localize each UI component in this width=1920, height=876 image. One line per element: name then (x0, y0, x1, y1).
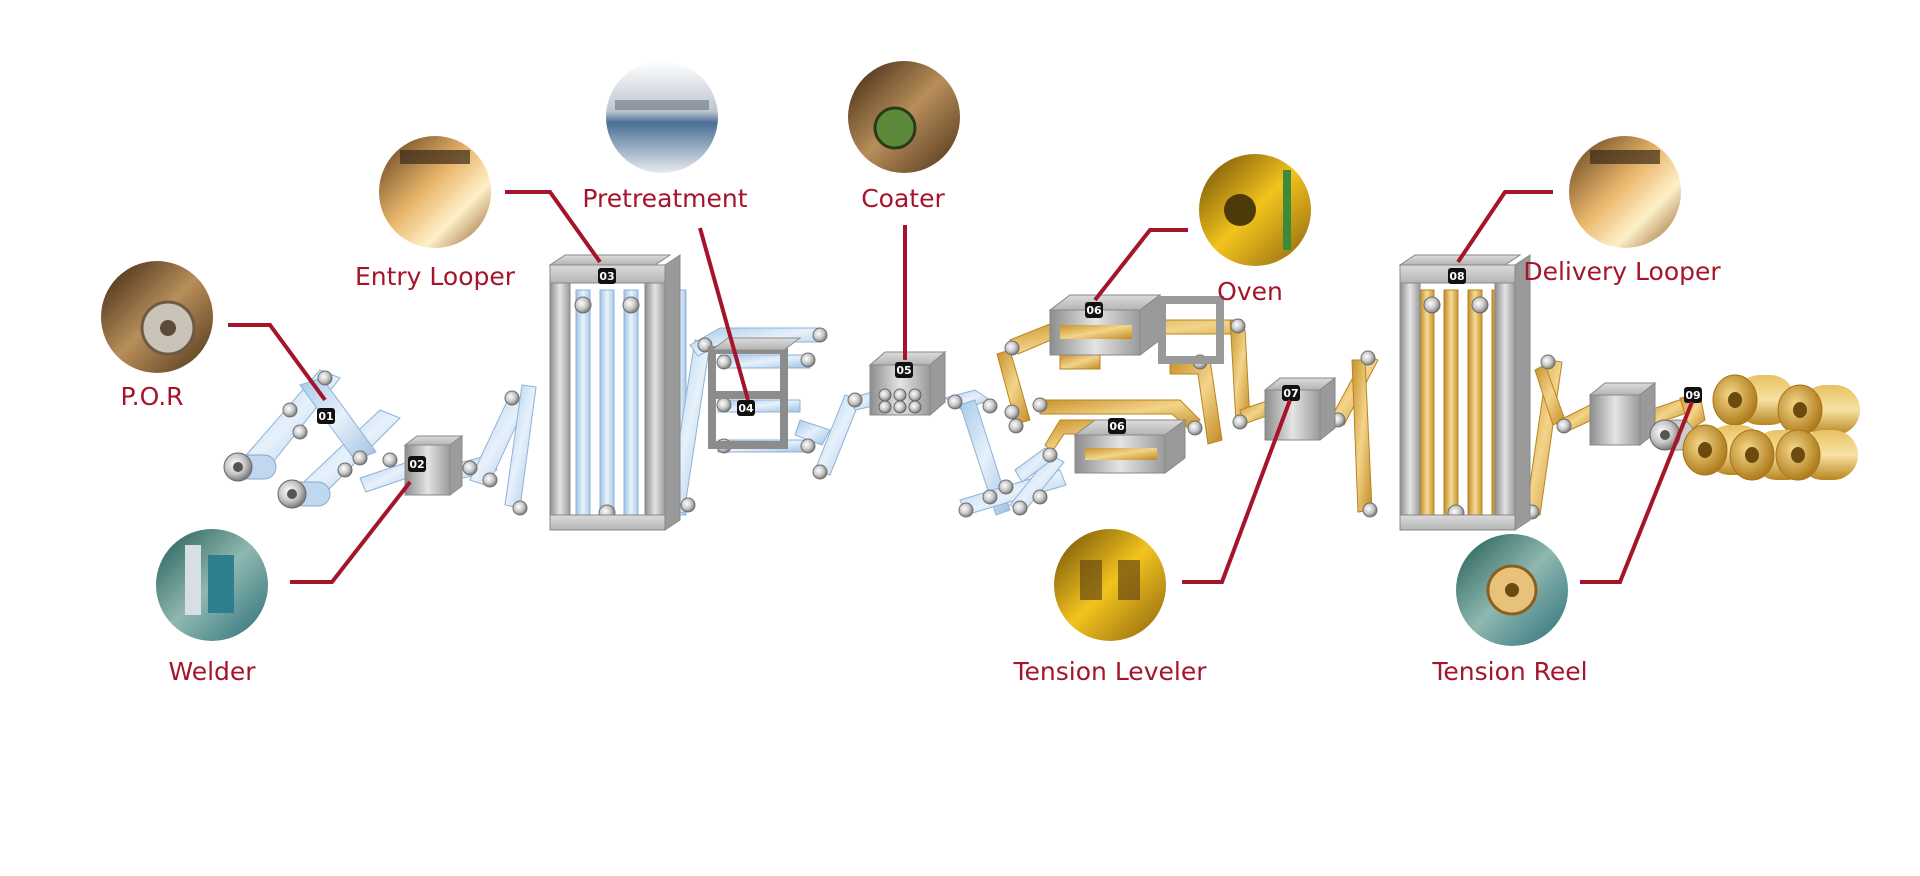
pretreatment-photo-icon (606, 61, 718, 173)
label-delivery-looper: Delivery Looper (1523, 257, 1721, 286)
entry-looper-photo-icon (379, 136, 491, 248)
label-tension-reel: Tension Reel (1431, 657, 1587, 686)
badge-09: 09 (1684, 387, 1702, 403)
label-welder: Welder (168, 657, 256, 686)
payoff-reel-machine (223, 452, 331, 509)
entry-looper-tower (548, 254, 681, 531)
badge-07: 07 (1282, 385, 1300, 401)
svg-text:04: 04 (738, 402, 754, 415)
badge-08: 08 (1448, 268, 1466, 284)
badge-02: 02 (408, 456, 426, 472)
label-coater: Coater (861, 184, 945, 213)
label-tension-leveler: Tension Leveler (1013, 657, 1208, 686)
oven-machine-lower (1073, 419, 1187, 474)
delivery-looper-photo-icon (1569, 136, 1681, 248)
svg-text:01: 01 (318, 410, 333, 423)
svg-text:09: 09 (1685, 389, 1700, 402)
coater-photo-icon (848, 61, 960, 173)
svg-text:07: 07 (1283, 387, 1298, 400)
exit-shear-machine (1588, 381, 1657, 447)
oven-photo-icon (1199, 154, 1311, 266)
label-pretreatment: Pretreatment (582, 184, 747, 213)
svg-text:08: 08 (1449, 270, 1464, 283)
welder-photo-icon (156, 529, 268, 641)
leader-delivery-looper (1456, 190, 1553, 264)
badge-04: 04 (737, 400, 755, 416)
svg-text:06: 06 (1086, 304, 1102, 317)
badge-06-upper: 06 (1085, 302, 1103, 318)
svg-text:06: 06 (1109, 420, 1125, 433)
svg-text:03: 03 (599, 270, 614, 283)
badge-01: 01 (317, 408, 335, 424)
pretreatment-machine (708, 337, 802, 449)
leveler-photo-icon (1054, 529, 1166, 641)
uncoiler-photo-icon (101, 261, 213, 373)
leader-pretreatment (698, 227, 750, 401)
delivery-looper-tower (1398, 254, 1531, 531)
leader-entry-looper (505, 190, 602, 264)
label-entry-looper: Entry Looper (355, 262, 516, 291)
leader-lines (228, 190, 1694, 584)
reel-photo-icon (1456, 534, 1568, 646)
leader-tension-reel (1580, 401, 1694, 584)
label-por: P.O.R (120, 382, 183, 411)
svg-text:05: 05 (896, 364, 911, 377)
tension-leveler-machine (1263, 376, 1337, 442)
coater-machine (868, 350, 947, 417)
label-oven: Oven (1217, 277, 1283, 306)
badge-06-lower: 06 (1108, 418, 1126, 434)
leader-tension-leveler (1182, 399, 1292, 584)
leader-por (228, 323, 327, 402)
oven-machine-upper (1048, 294, 1224, 364)
badge-05: 05 (895, 362, 913, 378)
leader-welder (290, 480, 412, 584)
finished-coils (1682, 374, 1860, 481)
badge-03: 03 (598, 268, 616, 284)
leader-oven (1093, 228, 1188, 302)
svg-text:02: 02 (409, 458, 424, 471)
